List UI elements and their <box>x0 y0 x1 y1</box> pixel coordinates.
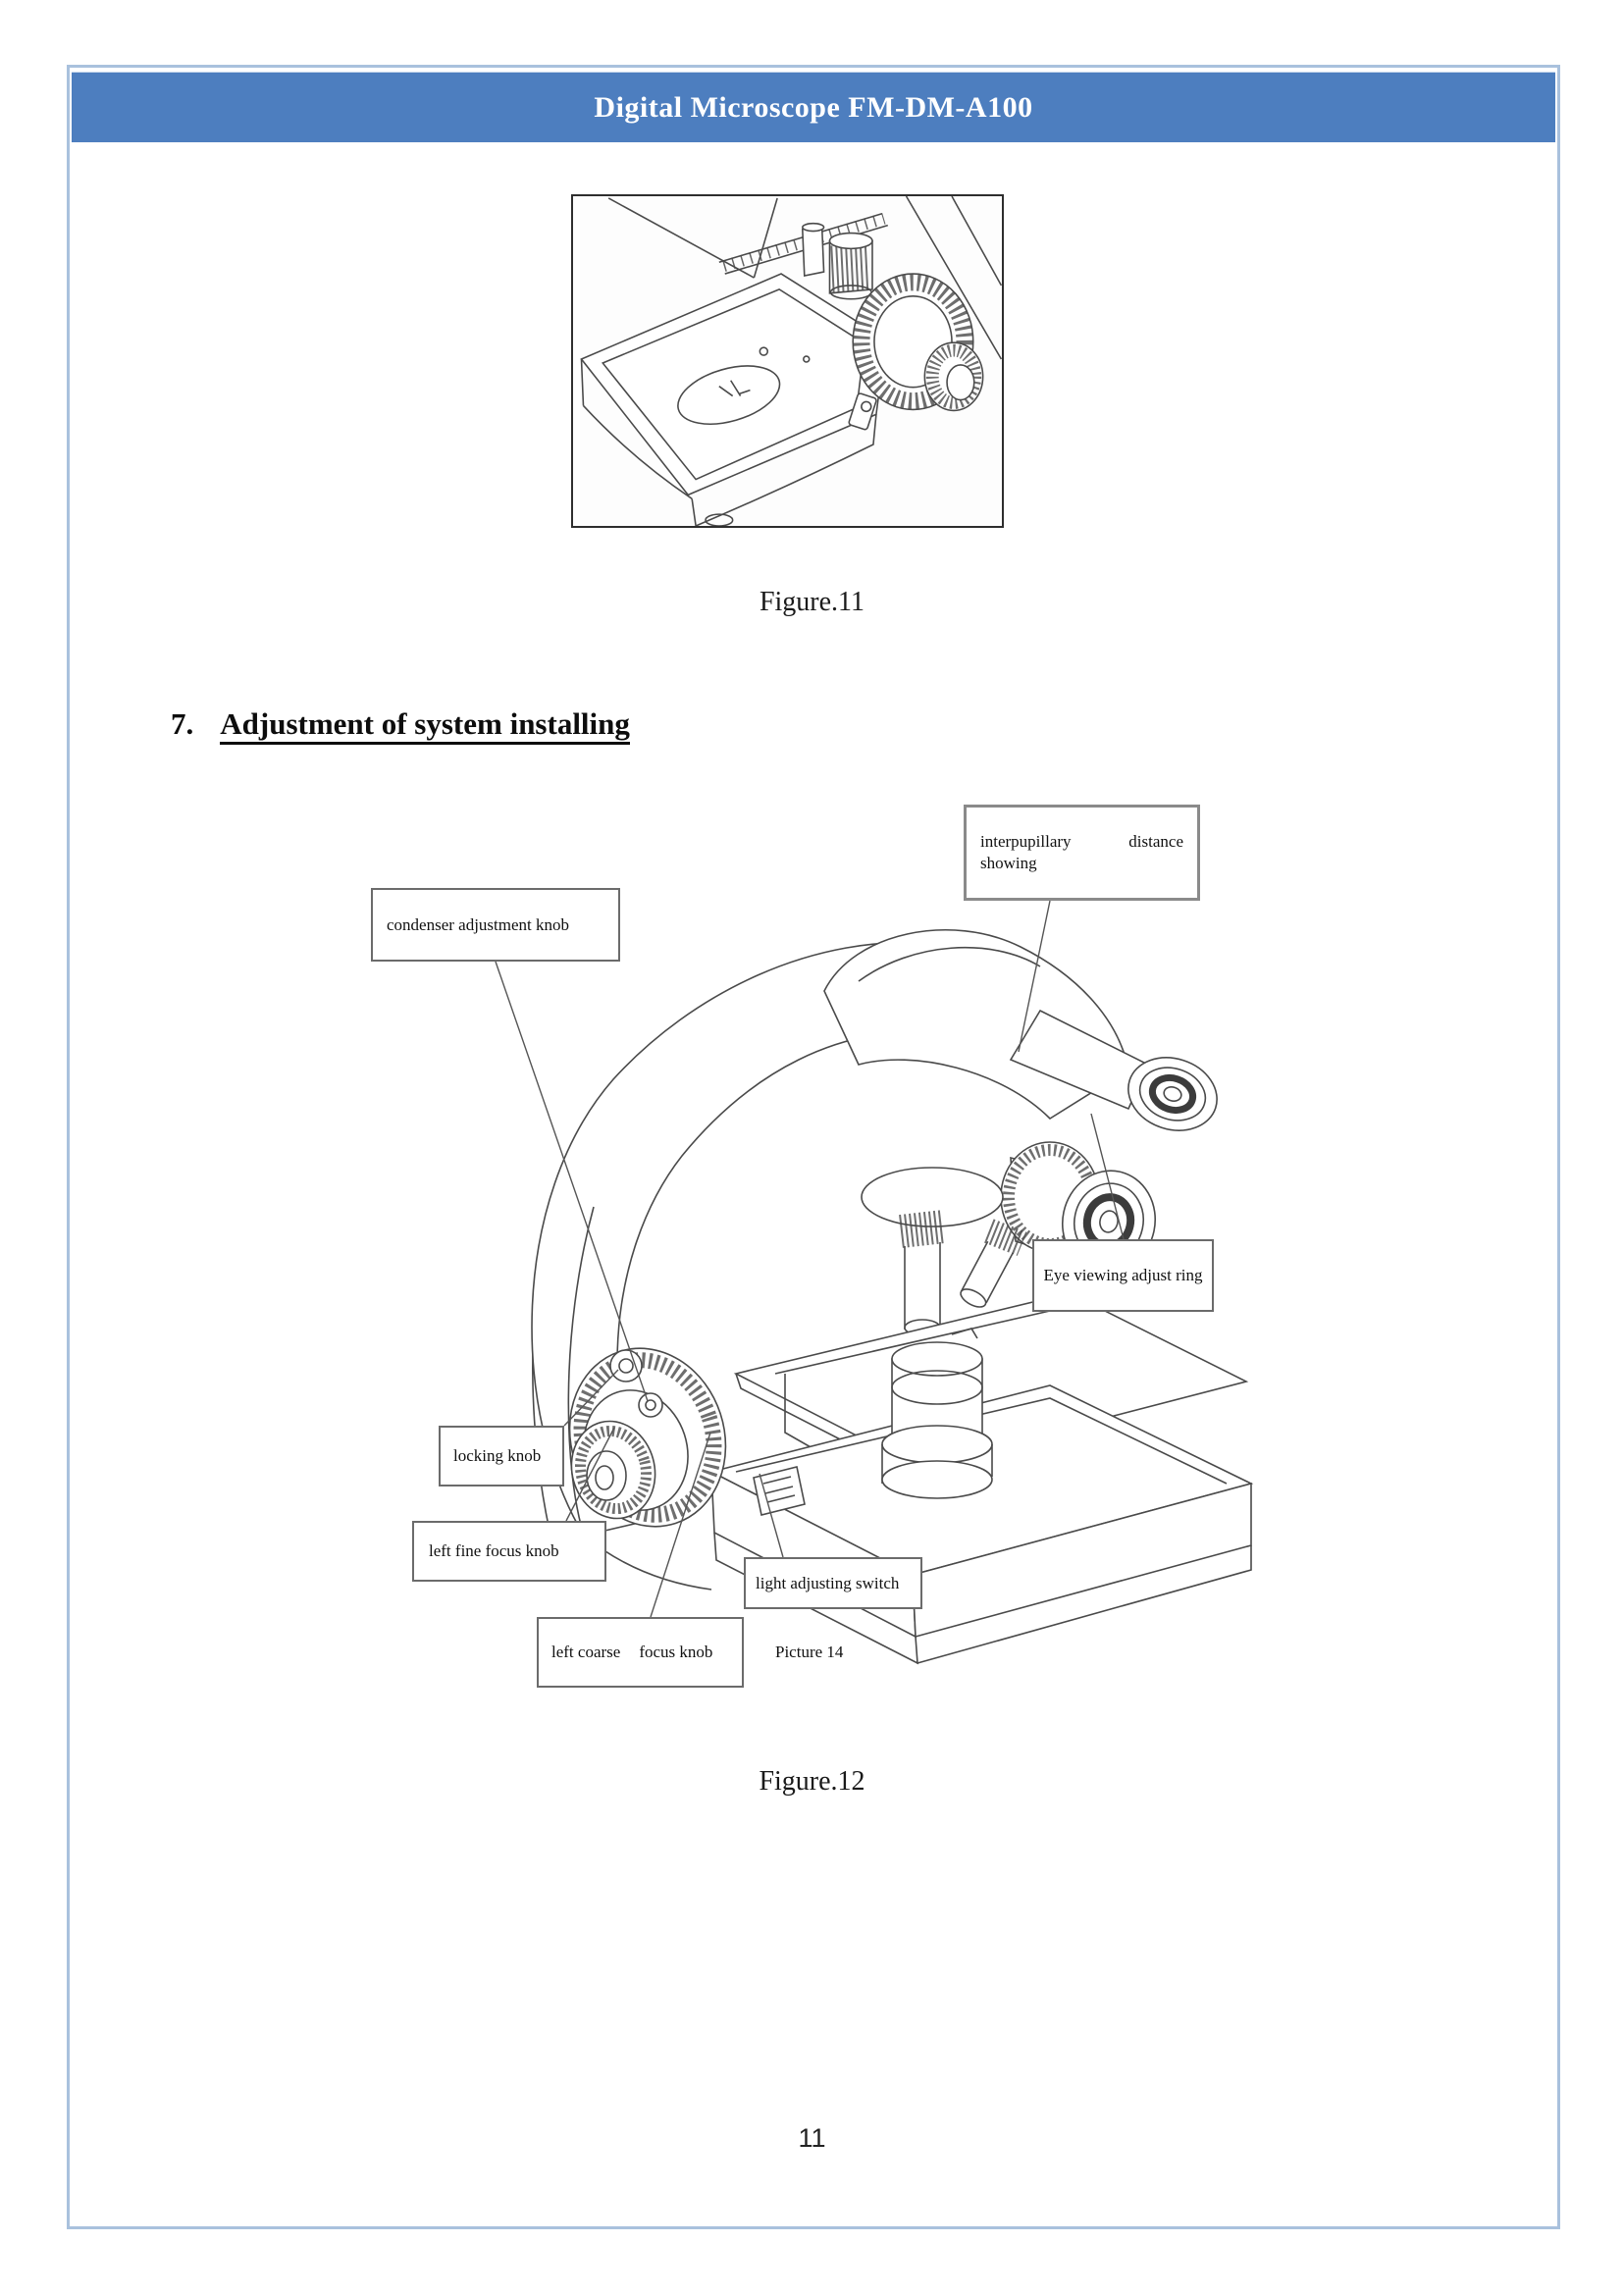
callout-light-switch-label: light adjusting switch <box>756 1573 900 1592</box>
callout-left-fine-focus-knob: left fine focus knob <box>412 1521 606 1582</box>
figure12-caption: Figure.12 <box>759 1766 865 1797</box>
callout-left-coarse-part1: left coarse <box>551 1643 621 1661</box>
word-distance: distance <box>1128 832 1183 851</box>
figure11-image <box>571 194 1004 528</box>
callout-eye-viewing-label: Eye viewing adjust ring <box>1043 1266 1203 1284</box>
figure11-caption: Figure.11 <box>759 587 865 617</box>
word-showing: showing <box>980 854 1037 872</box>
section-title: Adjustment of system installing <box>220 706 630 745</box>
callout-condenser-adjustment-knob: condenser adjustment knob <box>371 888 620 962</box>
leader-lines <box>495 900 1125 1618</box>
callout-interpupillary-distance-showing: interpupillary distance showing <box>964 805 1200 901</box>
callout-eye-viewing-adjust-ring: Eye viewing adjust ring <box>1032 1239 1214 1312</box>
header-bar: Digital Microscope FM-DM-A100 <box>72 72 1555 142</box>
callout-locking-label: locking knob <box>453 1446 542 1465</box>
callout-left-fine-label: left fine focus knob <box>429 1541 559 1560</box>
callout-left-coarse-part2: focus knob <box>639 1643 713 1661</box>
word-interpupillary: interpupillary <box>980 832 1072 851</box>
page-title: Digital Microscope FM-DM-A100 <box>594 91 1033 124</box>
section-number: 7. <box>171 706 194 741</box>
figure12-drawing <box>495 900 1254 1665</box>
callout-condenser-label: condenser adjustment knob <box>387 914 570 934</box>
page-border <box>67 65 1560 2229</box>
callout-left-coarse-focus-knob: left coarse focus knob <box>537 1617 744 1688</box>
callout-light-adjusting-switch: light adjusting switch <box>744 1557 922 1609</box>
figure11-drawing <box>580 196 1002 526</box>
callout-interpupillary-line1: interpupillary distance <box>980 831 1183 853</box>
section-heading: 7. Adjustment of system installing <box>171 706 630 745</box>
page-number: 11 <box>798 2123 826 2153</box>
picture-14-label: Picture 14 <box>775 1643 844 1661</box>
figure12-image <box>363 785 1256 1707</box>
callout-locking-knob: locking knob <box>439 1426 564 1487</box>
